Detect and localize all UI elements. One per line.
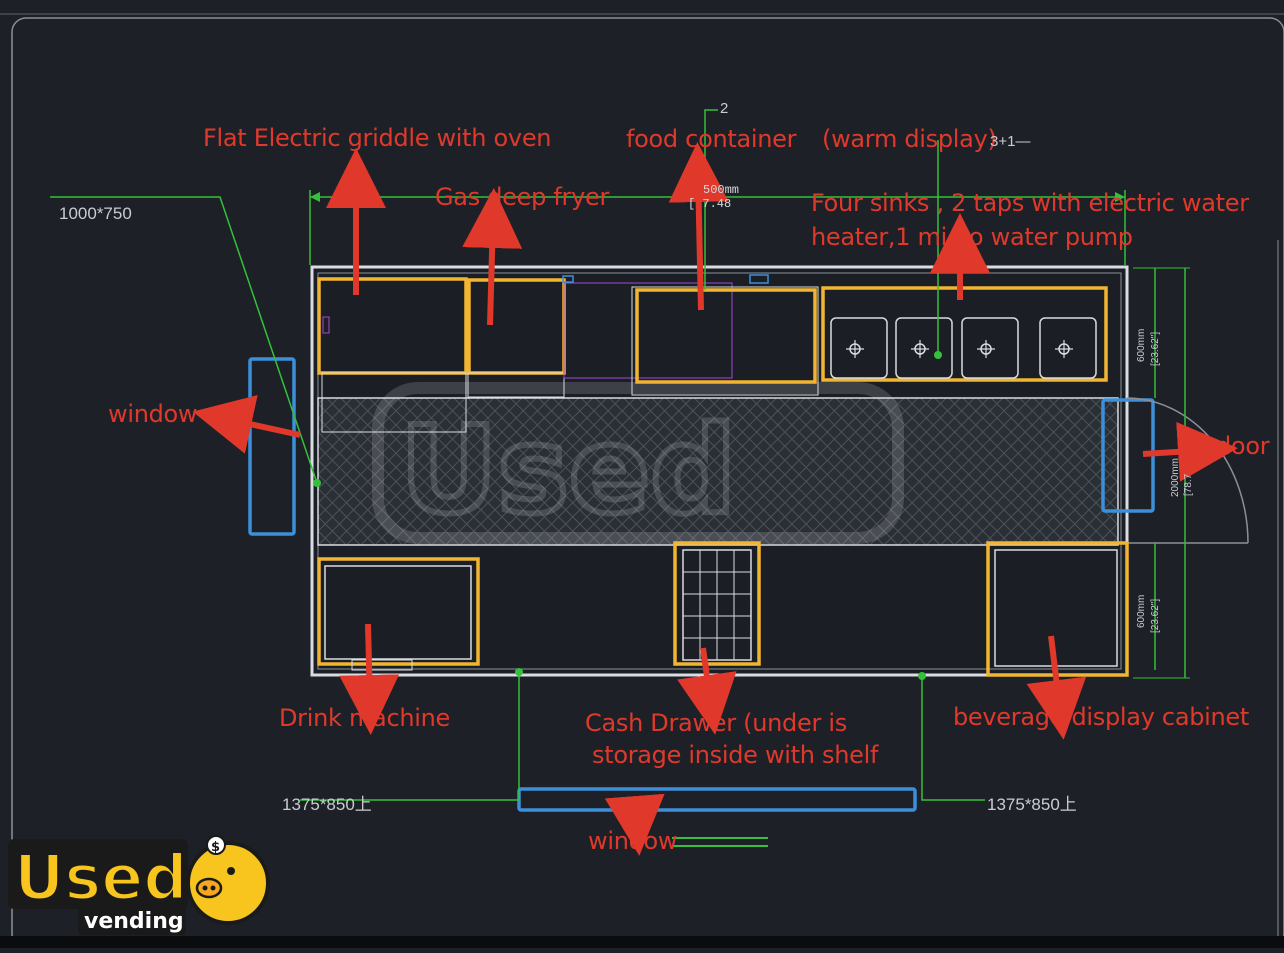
sinks-outline <box>821 286 1108 382</box>
center-mm: 500mm <box>703 183 740 197</box>
window-bottom-label: window <box>588 827 678 855</box>
door-label: door <box>1216 432 1270 460</box>
pig-icon: $ <box>186 835 270 925</box>
sink-basin-4 <box>1039 317 1097 379</box>
window-bottom-size-right: 1375*850上 <box>987 795 1077 814</box>
cash-drawer-label-line1: Cash Drawer (under is <box>585 709 847 737</box>
depth-bottom-mm: 600mm <box>1136 594 1147 628</box>
door-swing <box>1126 397 1249 544</box>
depth-bottom-in: [23.62"] <box>1150 598 1161 633</box>
label-arrows <box>192 142 1238 856</box>
cash-drawer-label-line2: storage inside with shelf <box>592 741 879 769</box>
food-container-label: food container <box>626 125 797 153</box>
center-in: [ 7.48 <box>688 197 732 211</box>
sinks-label-line1: Four sinks , 2 taps with electric water <box>811 189 1249 217</box>
window-left <box>248 357 296 536</box>
cash-drawer-outline <box>673 541 761 666</box>
sink-basin-1 <box>830 317 888 379</box>
top-marker: 2 <box>720 100 729 117</box>
drink-machine-outline <box>317 557 480 666</box>
bottom-bar <box>0 936 1284 948</box>
beverage-cabinet-label: beverage display cabinet <box>953 703 1250 731</box>
aisle-floor <box>317 397 1119 546</box>
food-container-outline <box>635 288 817 384</box>
top-marker-2: 3+1— <box>990 133 1031 150</box>
depth-top-in: [23.62"] <box>1150 331 1161 366</box>
sink-basin-3 <box>961 317 1019 379</box>
window-bottom-size-left: 1375*850上 <box>282 795 372 814</box>
width-total-mm: 2000mm <box>1170 458 1181 497</box>
logo-sub: vending <box>84 909 184 934</box>
watermark: Used <box>372 382 904 544</box>
warm-display-label: (warm display) <box>822 125 997 153</box>
svg-text:$: $ <box>211 840 220 855</box>
sink-basin-2 <box>895 317 953 379</box>
fryer-label: Gas deep fryer <box>435 183 610 211</box>
drink-machine-label: Drink machine <box>279 704 450 732</box>
window-bottom <box>517 787 917 812</box>
window-left-size: 1000*750 <box>59 204 132 223</box>
svg-text:Used: Used <box>400 402 736 541</box>
window-left-label: window <box>108 400 198 428</box>
used-vending-logo: Used vending $ <box>6 825 276 940</box>
depth-top-mm: 600mm <box>1136 328 1147 362</box>
griddle-label: Flat Electric griddle with oven <box>203 124 552 152</box>
logo-word: Used <box>14 841 188 914</box>
sink-basins <box>830 317 1097 379</box>
sinks-label-line2: heater,1 micro water pump <box>811 223 1133 251</box>
width-total-in: [78.7 <box>1183 473 1194 496</box>
